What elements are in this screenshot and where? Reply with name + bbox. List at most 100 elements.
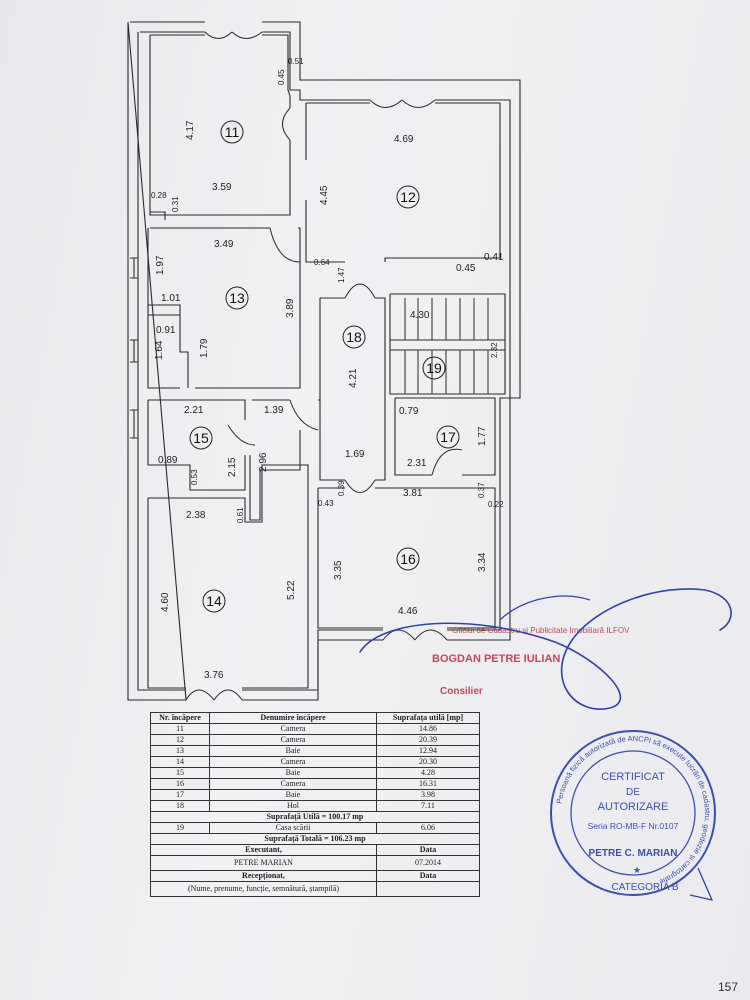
room-17-walls — [394, 397, 496, 476]
room-15-number: 15 — [193, 430, 209, 446]
room-19-marker — [422, 356, 446, 380]
row-nr: 19 — [150, 822, 210, 834]
room-15-walls — [147, 399, 246, 491]
room-13-walls — [147, 227, 301, 389]
dim-r15-e: 2.96 — [258, 452, 269, 472]
dim-r13-h: 3.89 — [285, 298, 296, 318]
cert-series: Seria RO-MB-F Nr.0107 — [588, 821, 679, 831]
dim-r12-a: 0.45 — [456, 263, 476, 274]
dim-r13-w: 3.49 — [214, 239, 234, 250]
table-row: 19 Casa scării 6.06 — [150, 822, 480, 834]
table-head-suprafata: Suprafața utilă [mp] — [376, 712, 480, 724]
row-nr: 15 — [150, 767, 210, 779]
room-19-walls — [389, 293, 506, 395]
row-denumire: Baie — [209, 789, 377, 801]
dim-r13-c: 0.91 — [156, 325, 176, 336]
row-denumire: Camera — [209, 723, 377, 735]
room-14-number: 14 — [206, 593, 222, 609]
row-suprafata: 20.30 — [376, 756, 480, 768]
rooms-table: Nr. încăpere Denumire încăpere Suprafața… — [150, 712, 480, 897]
cert-star-icon: ★ — [633, 865, 641, 875]
dim-r16-d: 4.46 — [398, 606, 418, 617]
dim-r14-a: 0.61 — [236, 507, 245, 523]
dim-r15-w: 2.21 — [184, 405, 204, 416]
cert-title-2: DE — [626, 787, 640, 798]
dim-r18-b: 0.39 — [337, 480, 346, 496]
row-nr: 11 — [150, 723, 210, 735]
room-15-marker — [189, 426, 213, 450]
room-16-number: 16 — [400, 551, 416, 567]
table-row: 15 Baie 4.28 — [150, 767, 480, 779]
dim-r19-w: 4.30 — [410, 310, 430, 321]
signature-scribble — [359, 588, 732, 710]
dim-r12-b: 0.41 — [484, 252, 504, 263]
receptionat-data-label: Data — [376, 870, 480, 882]
signature-stroke-2 — [499, 595, 714, 901]
row-denumire: Casa scării — [209, 822, 377, 834]
dim-r14-h: 4.60 — [160, 592, 171, 612]
dim-r19-h: 2.32 — [490, 342, 499, 358]
row-nr: 18 — [150, 800, 210, 812]
cert-title-3: AUTORIZARE — [598, 801, 669, 813]
row-denumire: Baie — [209, 767, 377, 779]
dim-r16-a: 0.37 — [477, 482, 486, 498]
row-nr: 12 — [150, 734, 210, 746]
dim-r16-h: 3.35 — [333, 560, 344, 580]
receptionat-label: Recepționat, — [150, 870, 377, 882]
dim-r13-d: 1.64 — [154, 340, 165, 360]
door-swings — [185, 31, 463, 701]
row-nr: 16 — [150, 778, 210, 790]
certificate-stamp: Persoană fizică autorizată de ANCPI să e… — [550, 730, 716, 896]
dim-r13-e: 1.79 — [199, 338, 210, 358]
receptionat-date-cell — [376, 881, 480, 897]
room-19-number: 19 — [426, 360, 442, 376]
row-denumire: Baie — [209, 745, 377, 757]
dim-r11-d: 0.51 — [288, 57, 304, 66]
dim-r18-h: 4.21 — [348, 368, 359, 388]
dim-r16-c: 3.34 — [477, 552, 488, 572]
dim-r13-f: 0.64 — [314, 258, 330, 267]
room-12-marker — [396, 185, 420, 209]
row-denumire: Camera — [209, 734, 377, 746]
table-footer-note: (Nume, prenume, funcție, semnătură, ștam… — [150, 881, 377, 897]
room-14-walls — [147, 464, 309, 689]
suprafata-totala: Suprafață Totală = 106.23 mp — [150, 833, 480, 845]
row-denumire: Hol — [209, 800, 377, 812]
room-12-number: 12 — [400, 189, 416, 205]
cert-title-1: CERTIFICAT — [601, 771, 665, 783]
room-18-marker — [342, 325, 366, 349]
cert-stamp-ring-inner — [570, 750, 696, 876]
row-suprafata: 16.31 — [376, 778, 480, 790]
stamp-name: BOGDAN PETRE IULIAN — [432, 653, 560, 665]
executant-date: 07.2014 — [376, 855, 480, 871]
room-16-marker — [396, 547, 420, 571]
dim-r15-b: 0.89 — [158, 455, 178, 466]
dim-r11-h: 4.17 — [185, 120, 196, 140]
executant-data-label: Data — [376, 844, 480, 856]
room-17-number: 17 — [440, 429, 456, 445]
cert-category: CATEGORIA B — [611, 882, 678, 893]
dim-r14-c: 3.76 — [204, 670, 224, 681]
row-denumire: Camera — [209, 756, 377, 768]
room-11-marker — [220, 120, 244, 144]
table-row: 16 Camera 16.31 — [150, 778, 480, 790]
row-nr: 17 — [150, 789, 210, 801]
cert-name: PETRE C. MARIAN — [589, 848, 678, 859]
dim-r13-a: 1.97 — [155, 255, 166, 275]
room-18-number: 18 — [346, 329, 362, 345]
row-denumire: Camera — [209, 778, 377, 790]
suprafata-utila: Suprafață Utilă = 100.17 mp — [150, 811, 480, 823]
dim-r11-c: 0.45 — [277, 69, 286, 85]
table-row: 11 Camera 14.86 — [150, 723, 480, 735]
row-nr: 13 — [150, 745, 210, 757]
row-suprafata: 6.06 — [376, 822, 480, 834]
executant-label: Executant, — [150, 844, 377, 856]
room-circles — [189, 120, 460, 613]
stamp-office: Oficiul de Cadastru și Publicitate Imobi… — [452, 626, 630, 635]
room-18-walls — [319, 297, 386, 481]
dim-r18-a: 1.47 — [337, 267, 346, 283]
dim-r14-b: 5.22 — [286, 580, 297, 600]
dim-r14-w: 2.38 — [186, 510, 206, 521]
dim-r12-h: 4.45 — [319, 185, 330, 205]
outer-wall-inner — [137, 31, 511, 691]
